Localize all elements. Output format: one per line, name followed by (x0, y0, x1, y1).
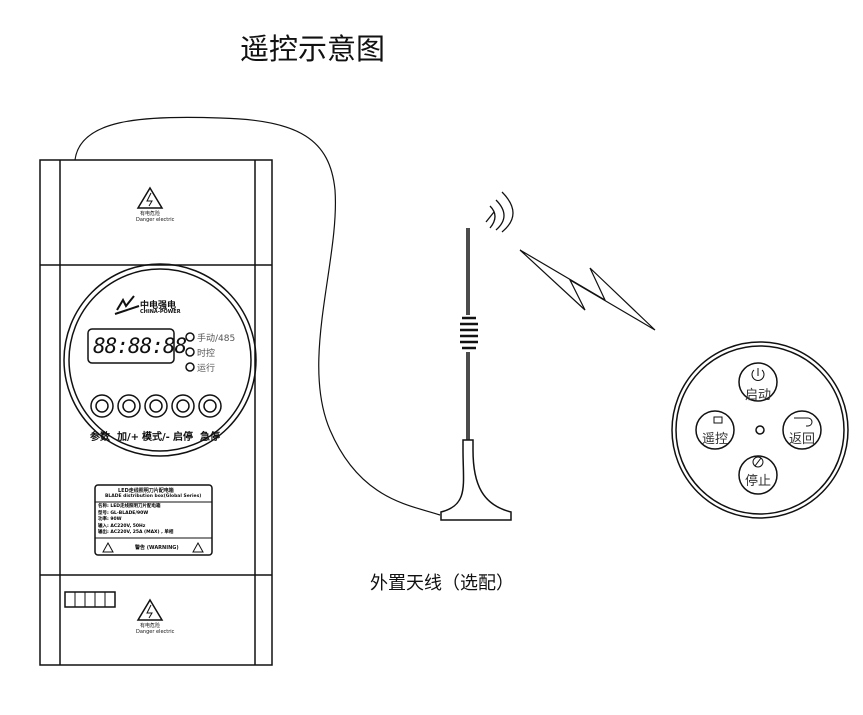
terminal-block (64, 591, 116, 608)
warning-triangle-icon (136, 598, 164, 621)
remote-button-back[interactable]: 返回 (789, 432, 816, 447)
display-digits: 88:88:88 (93, 334, 187, 358)
nameplate-line: 功率: 90W (98, 517, 122, 522)
nameplate (94, 484, 213, 556)
digital-display (87, 328, 175, 364)
antenna (440, 191, 514, 521)
power-icon (751, 368, 765, 381)
warning-bottom-label: 有电危险 (140, 623, 161, 629)
panel-buttons (90, 394, 222, 418)
warning-top-label-en: Danger electric (136, 217, 175, 223)
warning-top-label: 有电危险 (140, 211, 161, 217)
antenna-caption: 外置天线（选配） (370, 573, 514, 594)
nameplate-line: 型号: GL-BLADE/90W (98, 510, 149, 516)
warning-triangle-icon (136, 186, 164, 209)
back-icon (794, 417, 813, 427)
brand-logo-icon (114, 295, 140, 315)
diagram-title: 遥控示意图 (240, 32, 386, 66)
remote-button-remote[interactable]: 遥控 (702, 432, 729, 447)
brand-name: 中电强电 (140, 301, 177, 311)
nameplate-line: 名称: LED走线照明刀片配电箱 (98, 504, 161, 509)
wireless-signal-icon (519, 249, 656, 331)
antenna-cable (74, 116, 441, 516)
remote-button-stop[interactable]: 停止 (745, 474, 772, 489)
button-label-plus: 加/+ (117, 432, 140, 443)
brand-name-en: CHINA-POWER (140, 309, 181, 315)
remote-button-start[interactable]: 启动 (745, 388, 772, 403)
stop-icon (752, 456, 764, 468)
nameplate-title: LED走线照明刀片配电箱 (118, 488, 174, 494)
led-label-manual: 手动/485 (197, 334, 236, 344)
button-label-mode: 模式/- (142, 432, 170, 443)
button-label-estop: 急停 (200, 432, 220, 443)
nameplate-warning: 警告 (WARNING) (135, 545, 179, 551)
remote-icon (713, 416, 723, 424)
remote-control (671, 341, 849, 519)
led-label-timer: 时控 (197, 349, 216, 359)
nameplate-line: 输出: AC220V, 25A (MAX) , 单相 (98, 530, 174, 535)
nameplate-line: 输入: AC220V, 50Hz (98, 523, 146, 529)
controller-box (39, 159, 273, 666)
button-label-startstop: 启停 (173, 432, 193, 443)
button-label-param: 参数 (90, 432, 110, 443)
warning-bottom-label-en: Danger electric (136, 629, 175, 635)
led-label-run: 运行 (197, 364, 216, 374)
nameplate-subtitle: BLADE distribution box(Global Series) (105, 494, 202, 499)
nameplate-lines: 名称: LED走线照明刀片配电箱 型号: GL-BLADE/90W 功率: 90… (98, 504, 173, 537)
